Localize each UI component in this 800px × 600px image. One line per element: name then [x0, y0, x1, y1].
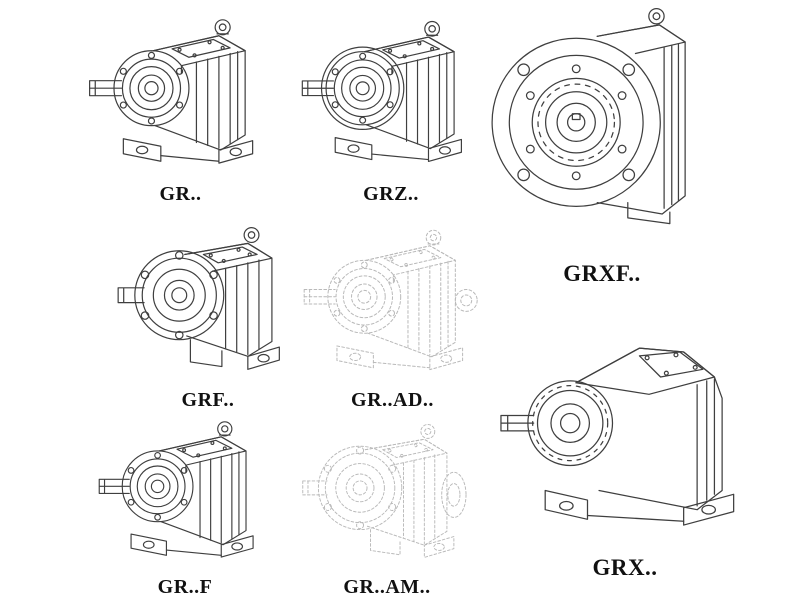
gearbox-drawing-grf — [108, 210, 308, 386]
model-label-gr: GR.. — [159, 183, 202, 205]
gearbox-drawing-gr-f — [85, 405, 285, 573]
model-label-grxf: GRXF.. — [563, 261, 641, 286]
model-label-gr-ad: GR..AD.. — [351, 389, 434, 411]
model-figure-gr-f: GR..F — [85, 405, 285, 599]
model-label-gr-am: GR..AM.. — [343, 576, 431, 598]
model-figure-grxf: GRXF.. — [480, 0, 724, 287]
model-figure-grz: GRZ.. — [295, 2, 487, 206]
model-figure-gr-am: GR..AM.. — [292, 408, 482, 599]
model-figure-grx: GRX.. — [490, 302, 760, 581]
gearbox-drawing-gr — [78, 2, 283, 180]
gearbox-drawing-grxf — [480, 0, 724, 258]
gearbox-drawing-gr-am — [292, 408, 467, 573]
gearbox-drawing-gr-ad — [295, 213, 478, 386]
model-figure-gr: GR.. — [78, 2, 283, 206]
gearbox-drawing-grz — [295, 2, 487, 180]
model-figure-grf: GRF.. — [108, 210, 308, 412]
model-label-grf: GRF.. — [181, 389, 235, 411]
model-figure-gr-ad: GR..AD.. — [295, 213, 490, 412]
model-label-gr-f: GR..F — [157, 576, 213, 598]
gearbox-drawing-grx — [490, 302, 760, 552]
model-label-grz: GRZ.. — [363, 183, 419, 205]
model-label-grx: GRX.. — [592, 555, 658, 580]
